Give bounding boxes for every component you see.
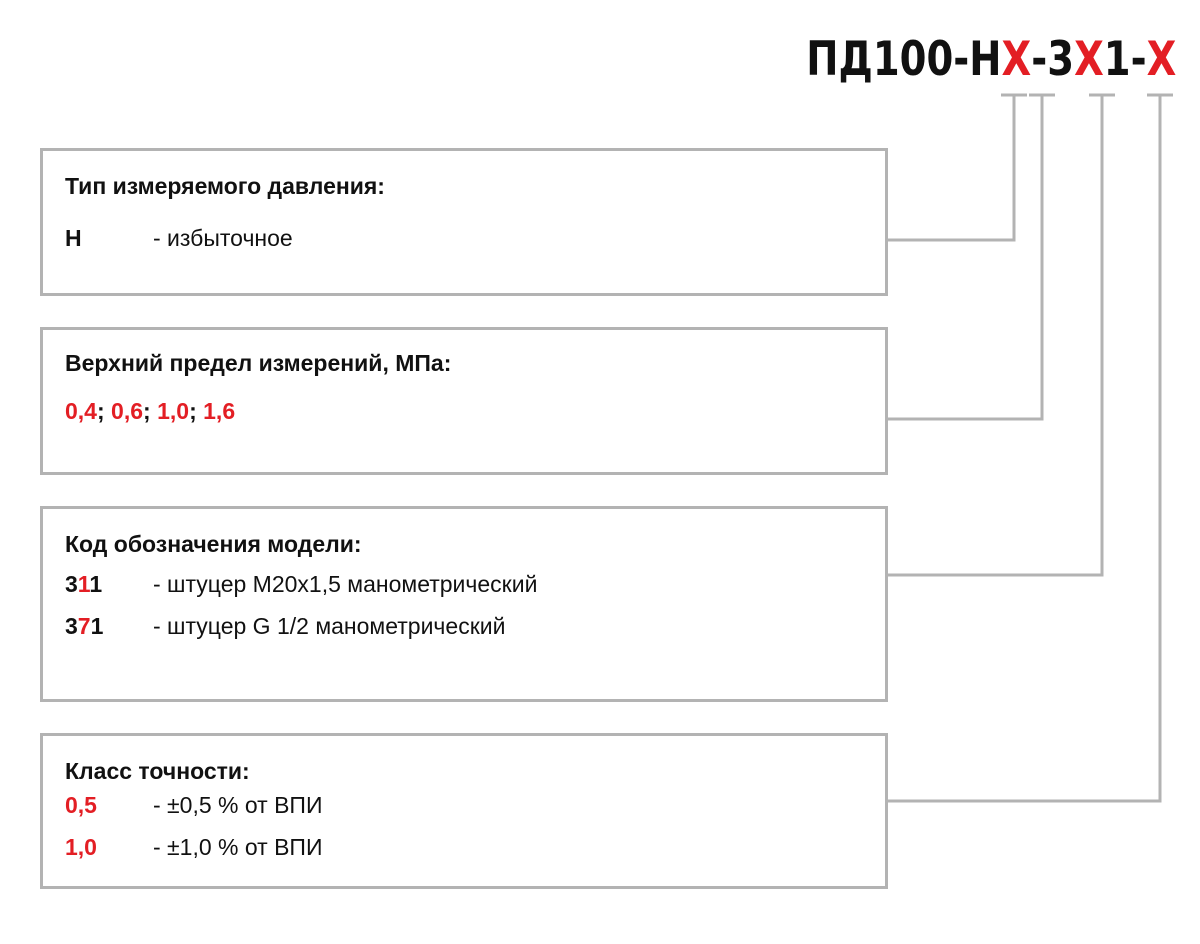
accuracy-class-code: 1,0 <box>65 834 97 860</box>
model-code-suffix: 1 <box>89 571 103 597</box>
model-code-desc: - штуцер G 1/2 манометрический <box>153 613 506 639</box>
upper-limit-separator: ; <box>189 398 197 424</box>
code-segment-pressure-range: Х <box>1001 32 1031 87</box>
code-segment-separator-1: -3 <box>1030 32 1074 87</box>
model-code-value: 311 <box>65 573 102 596</box>
model-code-variable-digit: 7 <box>77 613 91 639</box>
accuracy-class-code: 0,5 <box>65 792 97 818</box>
model-code-desc: - штуцер М20х1,5 манометрический <box>153 571 538 597</box>
connector-upper-limit <box>888 95 1044 421</box>
upper-limit-value: 1,0 <box>157 398 190 424</box>
upper-limit-separator: ; <box>143 398 151 424</box>
pressure-type-desc: - избыточное <box>153 225 293 251</box>
pressure-type-box: Тип измеряемого давления: Н - избыточное <box>40 148 888 296</box>
connector-accuracy <box>888 95 1162 803</box>
model-code-variable-digit: 1 <box>77 571 90 597</box>
upper-limit-box: Верхний предел измерений, МПа: 0,4; 0,6;… <box>40 327 888 475</box>
connector-model-code <box>888 95 1104 577</box>
model-code-value: 371 <box>65 615 103 638</box>
code-segment-separator-2: 1- <box>1103 32 1147 87</box>
model-code-box: Код обозначения модели: 311 - штуцер М20… <box>40 506 888 702</box>
upper-limit-separator: ; <box>96 398 105 424</box>
model-code-title-label: Код обозначения модели: <box>65 531 362 557</box>
pressure-type-code: Н <box>65 225 82 251</box>
code-segment-base: ПД100-Н <box>805 32 1002 87</box>
accuracy-class-desc: - ±1,0 % от ВПИ <box>153 834 323 860</box>
upper-limit-title: Верхний предел измерений, МПа: <box>65 350 452 376</box>
code-segment-accuracy: Х <box>1146 32 1176 87</box>
upper-limit-values: 0,4; 0,6; 1,0; 1,6 <box>65 400 235 423</box>
accuracy-class-title: Класс точности: <box>65 758 250 784</box>
model-code-prefix: 3 <box>65 571 78 597</box>
accuracy-class-desc: - ±0,5 % от ВПИ <box>153 792 323 818</box>
connector-pressure-type <box>888 95 1016 242</box>
upper-limit-value: 0,6 <box>111 398 144 424</box>
model-code-suffix: 1 <box>90 613 104 639</box>
code-segment-fitting: Х <box>1073 32 1104 87</box>
pressure-type-title: Тип измеряемого давления: <box>65 173 385 199</box>
model-code-prefix: 3 <box>65 613 78 639</box>
model-code-title: ПД100-НХ-3Х1-Х <box>806 36 1176 83</box>
accuracy-class-box: Класс точности: 0,5 - ±0,5 % от ВПИ 1,0 … <box>40 733 888 889</box>
upper-limit-value: 0,4 <box>65 398 97 424</box>
upper-limit-value: 1,6 <box>203 398 236 424</box>
